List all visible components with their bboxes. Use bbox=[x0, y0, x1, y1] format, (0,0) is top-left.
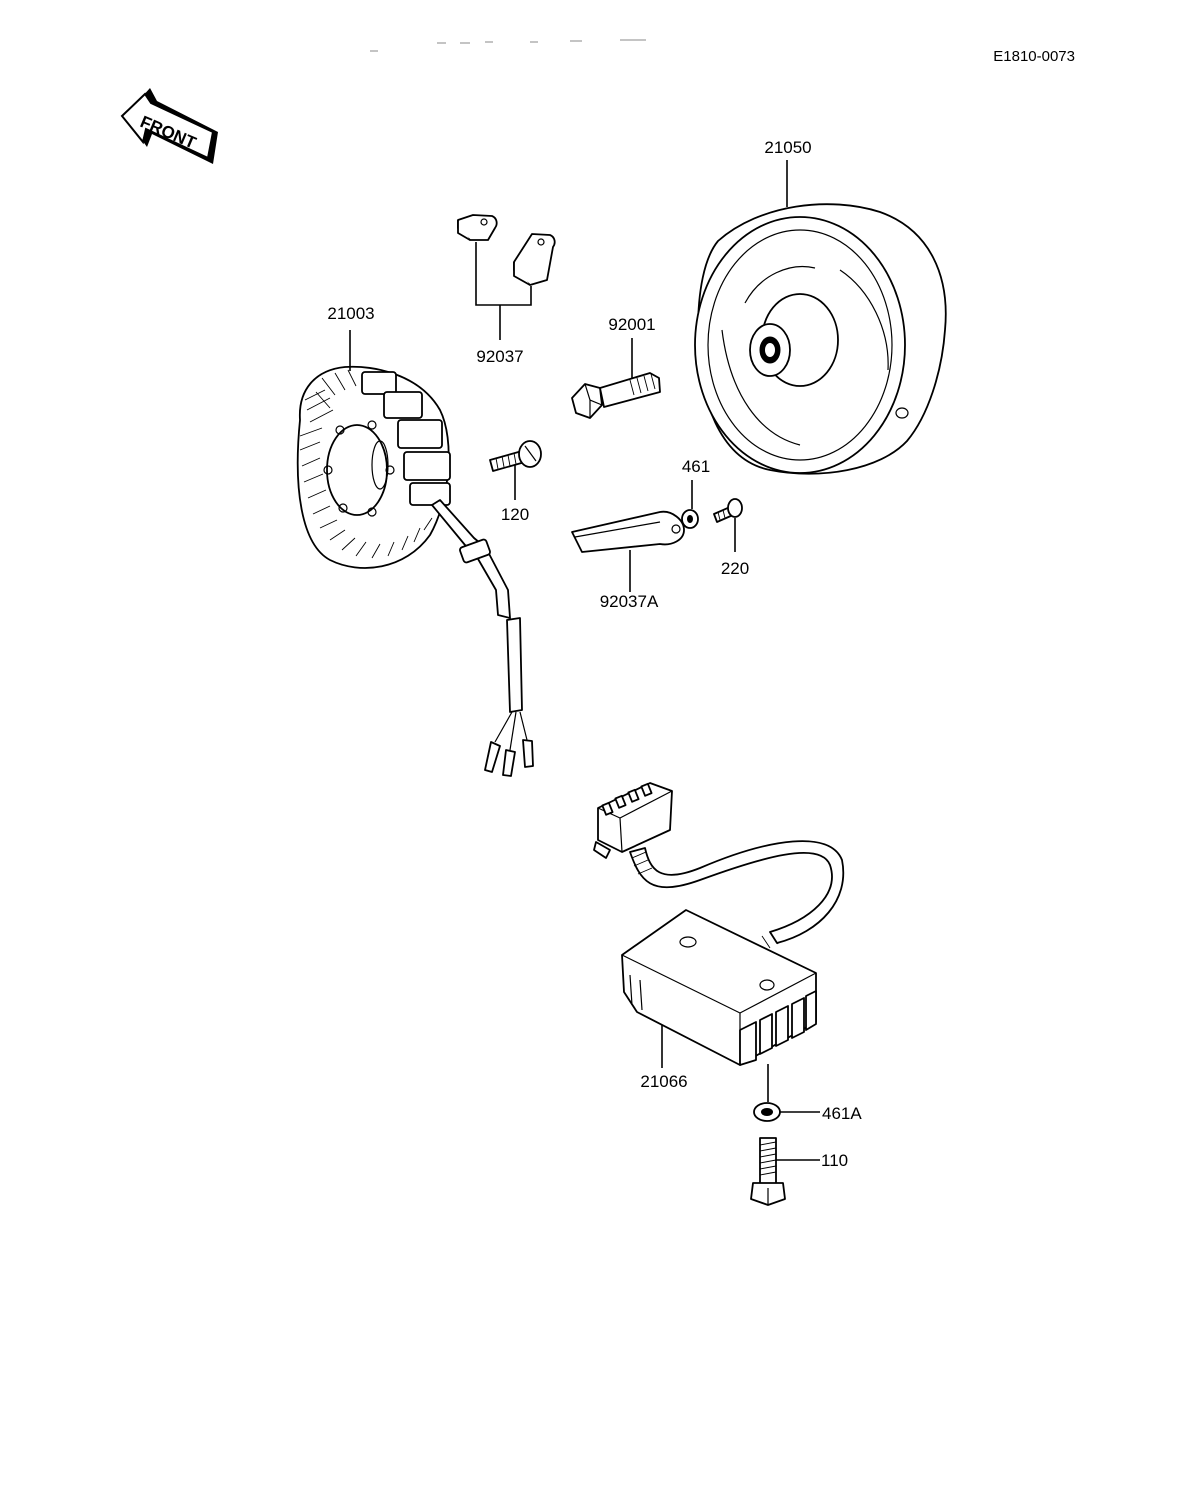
part-label-92001: 92001 bbox=[608, 315, 655, 334]
part-label-120: 120 bbox=[501, 505, 529, 524]
part-label-92037: 92037 bbox=[476, 347, 523, 366]
part-label-92037A: 92037A bbox=[600, 592, 659, 611]
part-label-110: 110 bbox=[821, 1151, 848, 1170]
washer-461A bbox=[753, 1102, 781, 1122]
wire-clamp-plate bbox=[571, 510, 685, 553]
part-label-461A: 461A bbox=[822, 1104, 862, 1123]
part-label-220: 220 bbox=[721, 559, 749, 578]
document-code: E1810-0073 bbox=[993, 48, 1075, 65]
regulator-rectifier bbox=[593, 782, 845, 1066]
stator-screw bbox=[489, 440, 542, 472]
leader-92037 bbox=[475, 242, 532, 306]
clamp-pair bbox=[457, 214, 556, 286]
flywheel-bolt bbox=[571, 372, 661, 419]
scan-artifacts bbox=[370, 39, 646, 52]
part-label-21003: 21003 bbox=[327, 304, 374, 323]
stator-coil bbox=[296, 365, 534, 777]
flywheel-rotor bbox=[694, 203, 947, 475]
part-label-21050: 21050 bbox=[764, 138, 811, 157]
washer-461 bbox=[681, 509, 699, 529]
front-direction-arrow-icon: FRONT bbox=[120, 88, 218, 164]
part-label-21066: 21066 bbox=[640, 1072, 687, 1091]
regulator-bolt bbox=[750, 1137, 786, 1206]
screw-220 bbox=[713, 498, 743, 523]
part-label-461: 461 bbox=[682, 457, 710, 476]
